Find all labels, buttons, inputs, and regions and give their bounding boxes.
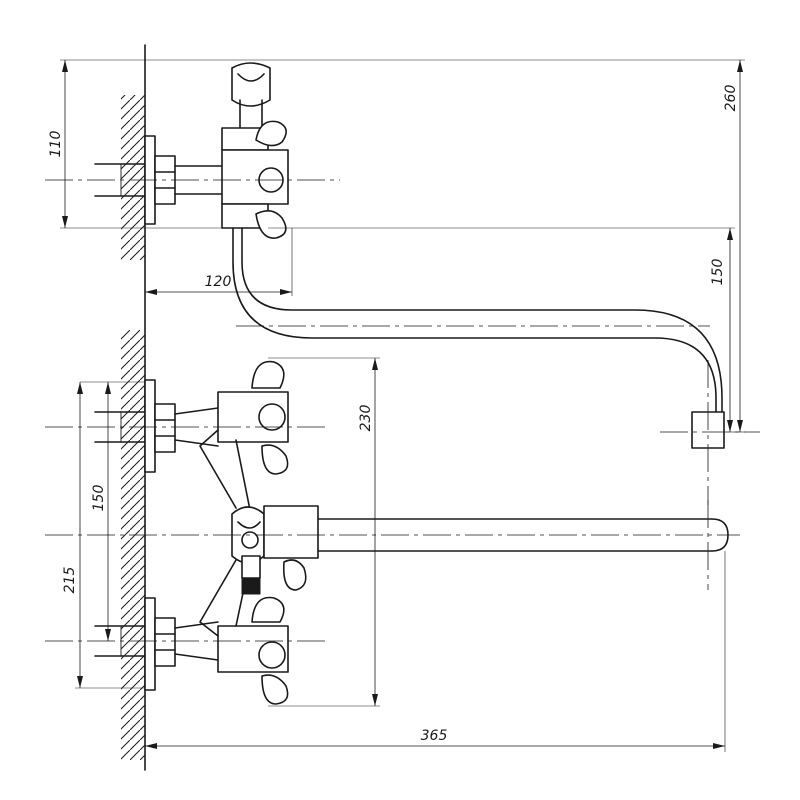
dim-260: 260	[230, 59, 745, 433]
front-inlet-lower	[94, 597, 219, 691]
dim-110-label: 110	[48, 131, 64, 158]
dimension-lines: 260 110 120 150	[48, 59, 745, 752]
front-valve-lower	[217, 596, 289, 705]
top-handle-lower	[255, 210, 287, 239]
top-connector	[174, 165, 223, 195]
top-handle-upper	[255, 120, 287, 147]
dim-365: 365	[145, 551, 726, 752]
dim-365-label: 365	[421, 728, 448, 744]
dim-230-label: 230	[358, 405, 374, 432]
dim-120-label: 120	[205, 274, 232, 290]
front-inlet-upper	[94, 379, 219, 473]
dim-215-label: 215	[62, 567, 78, 594]
shower-holder	[231, 62, 271, 129]
dim-150-inlets: 150	[80, 381, 145, 641]
wall	[121, 44, 146, 771]
wall-hatching-bottom	[121, 330, 145, 760]
dim-215: 215	[62, 382, 145, 689]
front-valve-upper	[217, 360, 289, 475]
dim-260-label: 260	[723, 85, 739, 112]
dim-150-spout: 150	[268, 227, 735, 432]
wall-hatching-top	[121, 95, 145, 260]
top-spout	[232, 227, 723, 413]
front-central-body	[231, 505, 319, 591]
dim-230: 230	[268, 357, 380, 707]
dim-120: 120	[145, 228, 293, 296]
dim-150-spout-label: 150	[710, 259, 726, 286]
dim-110: 110	[48, 59, 230, 229]
front-diverter-nipple	[241, 555, 261, 595]
front-mixer-view	[45, 360, 740, 705]
dim-150-inlets-label: 150	[91, 485, 107, 512]
top-mixer-view	[45, 62, 760, 505]
